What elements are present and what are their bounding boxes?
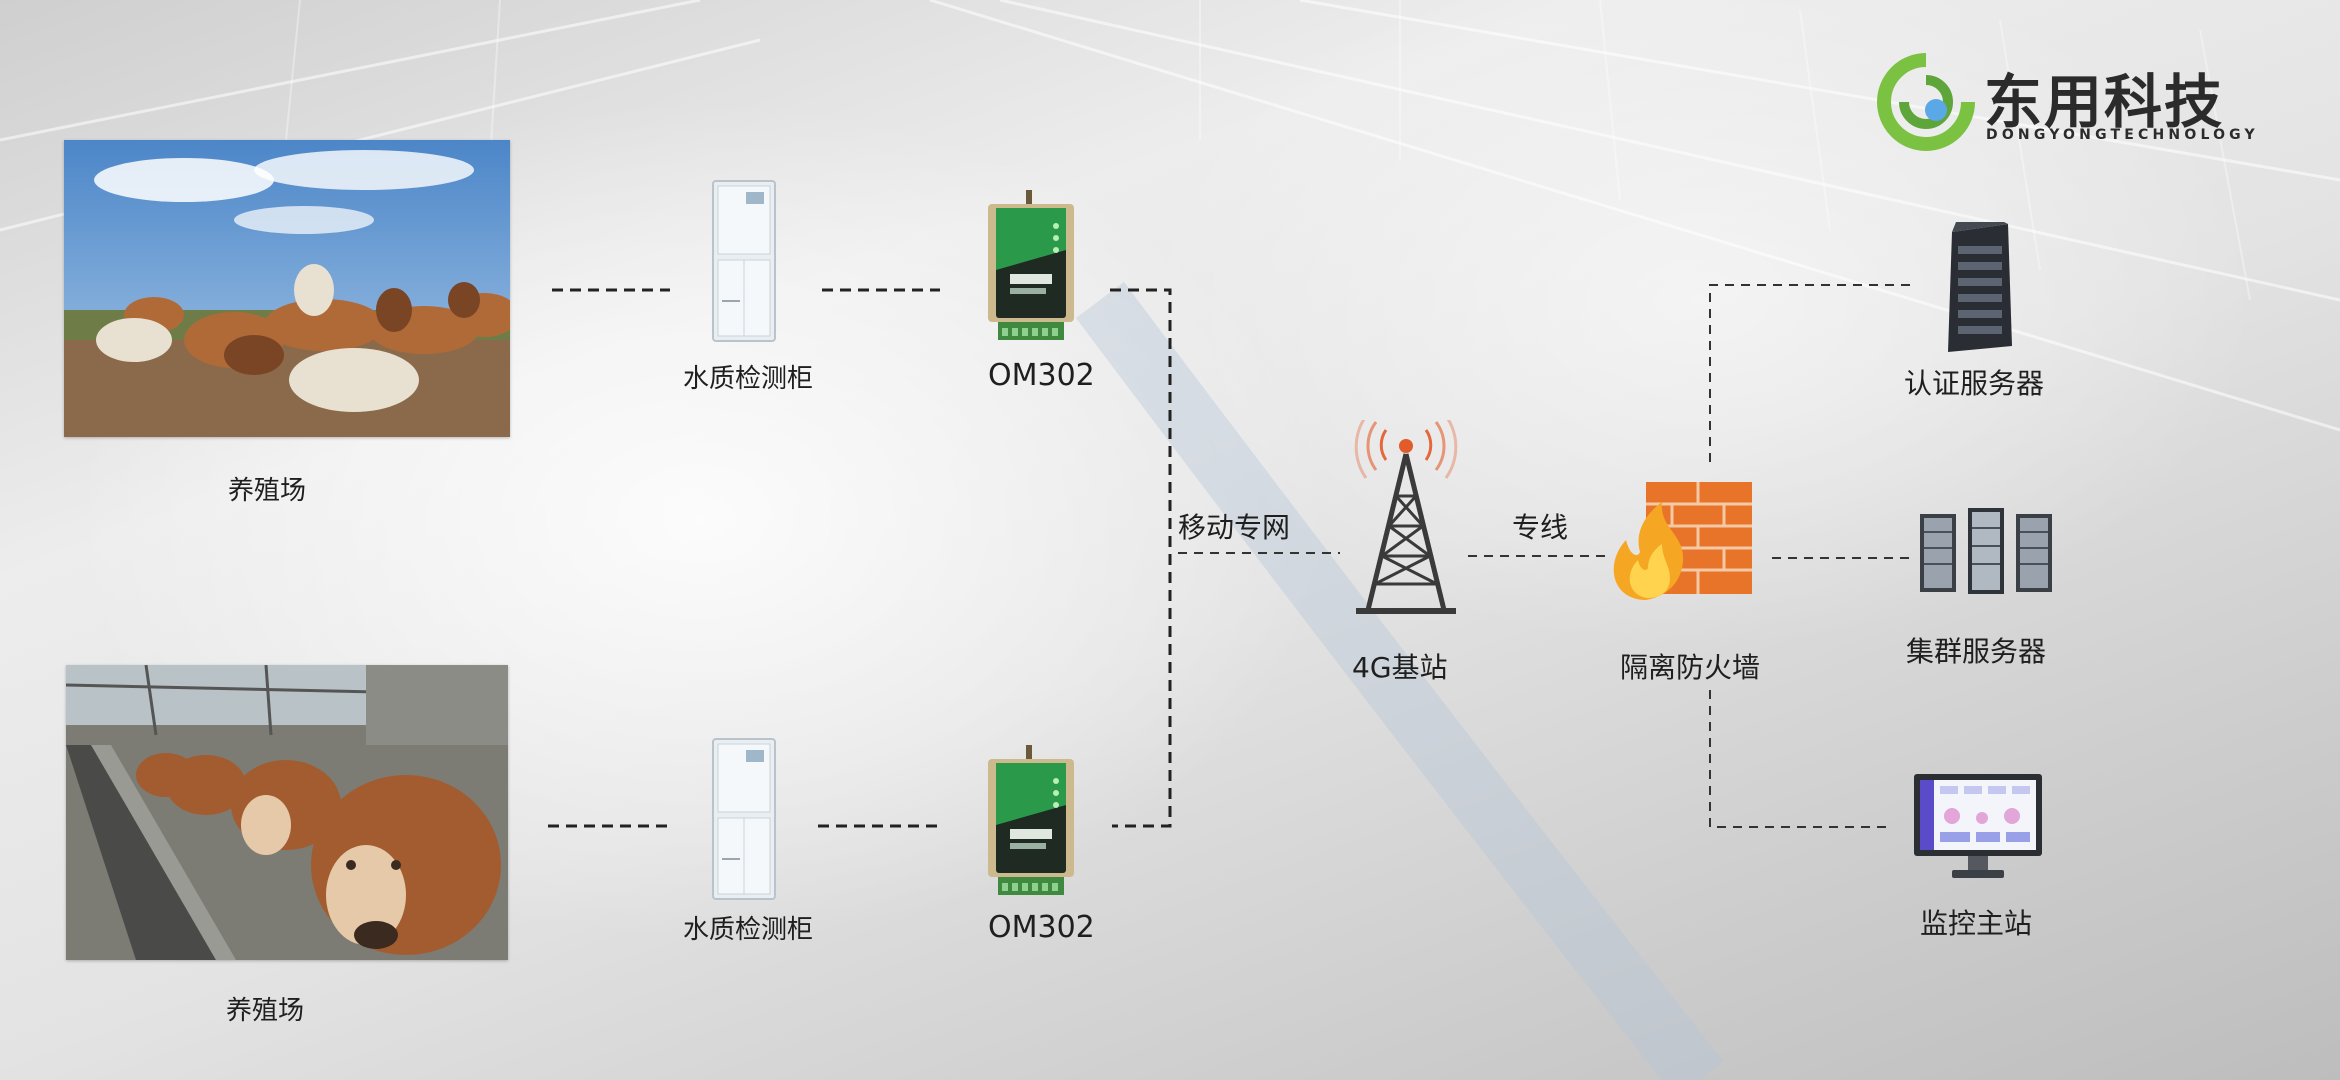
monitor-station-label: 监控主站 [1920, 907, 2033, 940]
cabinet-label-2: 水质检测柜 [683, 915, 814, 945]
server-cluster-icon [1916, 506, 2056, 596]
firewall-label: 隔离防火墙 [1620, 651, 1761, 684]
om302-router-icon [986, 190, 1076, 342]
link-devices-trunk [1110, 288, 1172, 828]
cell-tower-icon [1348, 420, 1464, 616]
logo-subtitle: DONGYONGTECHNOLOGY [1986, 127, 2259, 143]
farm-photo-2 [66, 665, 508, 960]
farm-label-2: 养殖场 [226, 996, 305, 1026]
dedicated-line-label: 专线 [1512, 511, 1569, 544]
cabinet-label-1: 水质检测柜 [683, 364, 814, 394]
mobile-network-label: 移动专网 [1178, 511, 1291, 544]
water-quality-cabinet-icon [712, 180, 776, 342]
cluster-server-label: 集群服务器 [1906, 635, 2047, 668]
monitor-icon [1912, 772, 2044, 882]
logo-mark-icon [1877, 53, 1975, 151]
water-quality-cabinet-icon [712, 738, 776, 900]
auth-server-label: 认证服务器 [1904, 367, 2045, 400]
base-station-label: 4G基站 [1352, 651, 1448, 684]
device-label-2: OM302 [988, 910, 1095, 945]
device-label-1: OM302 [988, 358, 1095, 393]
firewall-icon [1608, 478, 1754, 602]
company-logo [1876, 52, 1976, 152]
link-auth [1709, 284, 1910, 462]
link-monitor [1709, 690, 1892, 828]
server-rack-icon [1944, 222, 2016, 354]
om302-router-icon [986, 745, 1076, 897]
farm-label-1: 养殖场 [228, 476, 307, 506]
farm-photo-1 [64, 140, 510, 437]
logo-name: 东用科技 [1984, 68, 2225, 136]
